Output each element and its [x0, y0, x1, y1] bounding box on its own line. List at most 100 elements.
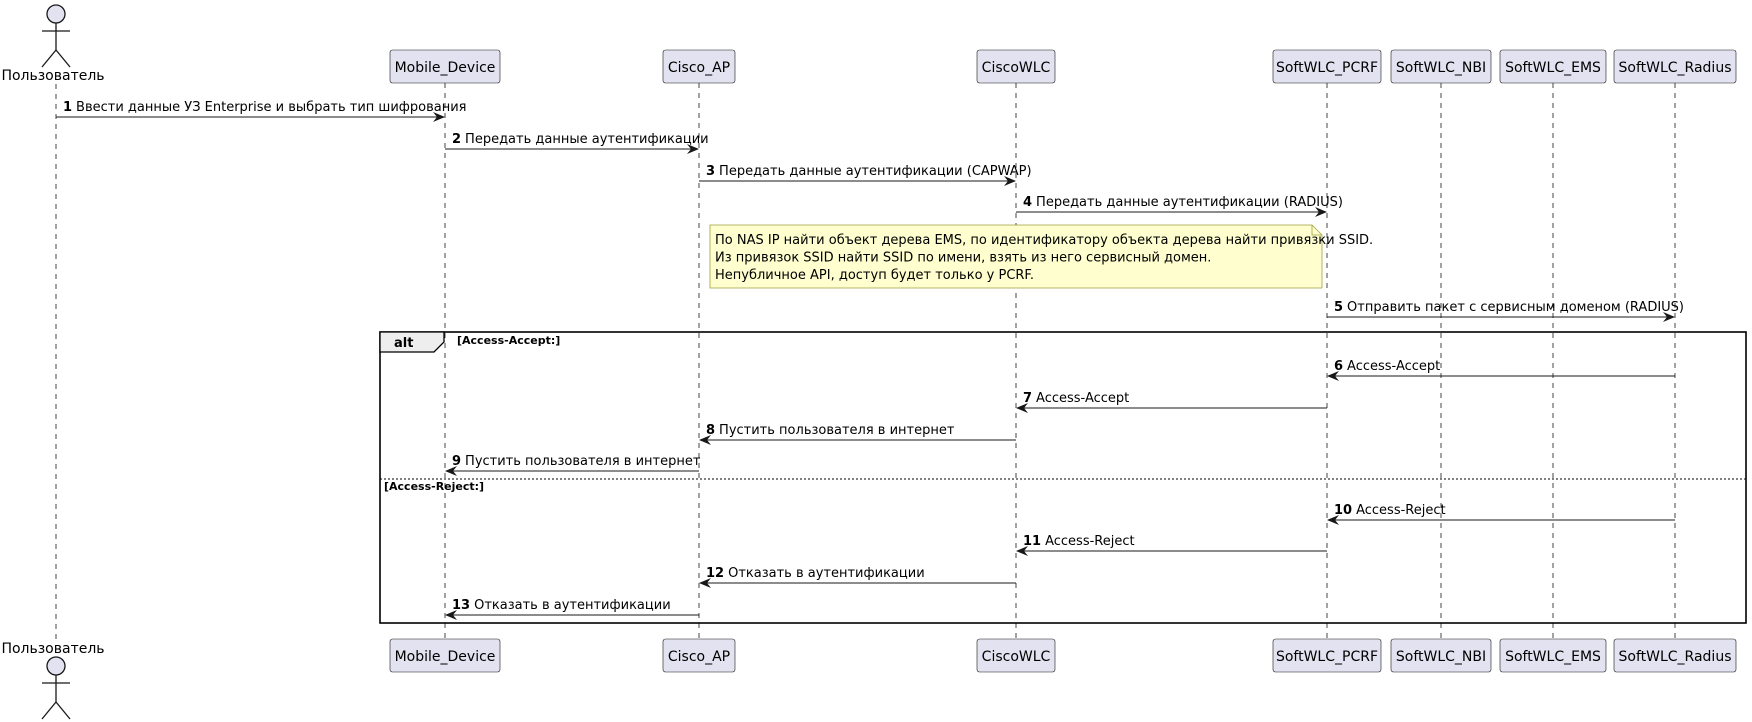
- alt-keyword: alt: [394, 336, 413, 351]
- participant-ems-top: SoftWLC_EMS: [1499, 49, 1607, 84]
- participant-label: SoftWLC_EMS: [1505, 649, 1601, 665]
- note-line: Из привязок SSID найти SSID по имени, вз…: [715, 251, 1211, 266]
- note-body: [709, 224, 1323, 289]
- participant-box: [1390, 638, 1492, 673]
- message-text: Пустить пользователя в интернет: [719, 423, 955, 438]
- message-label: 1 Ввести данные УЗ Enterprise и выбрать т…: [63, 100, 467, 115]
- message-4: 4 Передать данные аутентификации (RADIUS): [1016, 195, 1343, 217]
- participant-box: [976, 638, 1056, 673]
- message-text: Передать данные аутентификации (CAPWAP): [719, 164, 1032, 179]
- alt-condition-accept: [Access-Accept:]: [457, 334, 560, 347]
- participant-wlc-bottom: CiscoWLC: [976, 638, 1056, 673]
- actor-leg-left: [41, 701, 57, 720]
- participant-box: [389, 638, 501, 673]
- participant-nbi-bottom: SoftWLC_NBI: [1390, 638, 1492, 673]
- participant-box: [662, 49, 736, 84]
- participant-label: CiscoWLC: [982, 649, 1051, 665]
- message-number: 1: [63, 100, 72, 115]
- message-8: 8 Пустить пользователя в интернет: [699, 423, 1016, 445]
- message-label: 4 Передать данные аутентификации (RADIUS): [1023, 195, 1343, 210]
- participant-box: [389, 49, 501, 84]
- message-label: 10 Access-Reject: [1334, 503, 1446, 518]
- actor-leg-left: [41, 49, 57, 68]
- participant-box: [1272, 49, 1382, 84]
- participant-nbi-top: SoftWLC_NBI: [1390, 49, 1492, 84]
- participant-ems-bottom: SoftWLC_EMS: [1499, 638, 1607, 673]
- message-number: 13: [452, 598, 470, 613]
- participant-label: SoftWLC_Radius: [1619, 60, 1732, 76]
- participant-label: SoftWLC_PCRF: [1276, 649, 1378, 665]
- message-number: 6: [1334, 359, 1343, 374]
- note-line: По NAS IP найти объект дерева EMS, по ид…: [715, 233, 1373, 248]
- message-text: Передать данные аутентификации (RADIUS): [1036, 195, 1343, 210]
- message-label: 6 Access-Accept: [1334, 359, 1440, 374]
- message-1: 1 Ввести данные УЗ Enterprise и выбрать т…: [56, 100, 467, 122]
- actor-leg-right: [55, 49, 71, 68]
- message-number: 4: [1023, 195, 1032, 210]
- participant-box: [1390, 49, 1492, 84]
- participant-label: SoftWLC_NBI: [1396, 60, 1486, 76]
- message-number: 5: [1334, 300, 1343, 315]
- message-label: 7 Access-Accept: [1023, 391, 1129, 406]
- message-6: 6 Access-Accept: [1327, 359, 1675, 381]
- participant-label: SoftWLC_EMS: [1505, 60, 1601, 76]
- message-7: 7 Access-Accept: [1016, 391, 1327, 413]
- participant-mobile-bottom: Mobile_Device: [389, 638, 501, 673]
- participant-box: [1272, 638, 1382, 673]
- actor-user-bottom: [41, 656, 71, 720]
- message-text: Отказать в аутентификации: [728, 566, 925, 581]
- message-text: Отказать в аутентификации: [474, 598, 671, 613]
- actor-user-top: [41, 4, 71, 68]
- participant-pcrf-bottom: SoftWLC_PCRF: [1272, 638, 1382, 673]
- message-number: 10: [1334, 503, 1352, 518]
- message-12: 12 Отказать в аутентификации: [699, 566, 1016, 588]
- message-number: 12: [706, 566, 724, 581]
- message-number: 8: [706, 423, 715, 438]
- participant-label: Cisco_AP: [668, 60, 730, 76]
- message-label: 3 Передать данные аутентификации (CAPWAP): [706, 164, 1032, 179]
- participant-ap-top: Cisco_AP: [662, 49, 736, 84]
- note: По NAS IP найти объект дерева EMS, по ид…: [709, 224, 1373, 289]
- alt-condition-reject: [Access-Reject:]: [384, 480, 484, 493]
- message-text: Access-Accept: [1347, 359, 1440, 374]
- message-number: 3: [706, 164, 715, 179]
- message-label: 2 Передать данные аутентификации: [452, 132, 709, 147]
- participant-box: [1499, 638, 1607, 673]
- actor-head: [46, 656, 66, 676]
- message-text: Передать данные аутентификации: [465, 132, 709, 147]
- participant-label: Cisco_AP: [668, 649, 730, 665]
- participant-label-user-top: Пользователь: [1, 68, 104, 84]
- actor-head: [46, 4, 66, 24]
- participant-wlc-top: CiscoWLC: [976, 49, 1056, 84]
- participant-label: CiscoWLC: [982, 60, 1051, 76]
- message-text: Access-Accept: [1036, 391, 1129, 406]
- participant-label-user-bottom: Пользователь: [1, 641, 104, 657]
- message-label: 8 Пустить пользователя в интернет: [706, 423, 955, 438]
- message-13: 13 Отказать в аутентификации: [445, 598, 699, 620]
- message-number: 2: [452, 132, 461, 147]
- alt-group: alt [Access-Accept:] [Access-Reject:]: [379, 331, 1747, 624]
- message-text: Access-Reject: [1356, 503, 1446, 518]
- message-label: 12 Отказать в аутентификации: [706, 566, 925, 581]
- participant-label: Mobile_Device: [395, 60, 496, 76]
- message-text: Ввести данные УЗ Enterprise и выбрать ти…: [76, 100, 466, 115]
- participant-mobile-top: Mobile_Device: [389, 49, 501, 84]
- participant-label: SoftWLC_PCRF: [1276, 60, 1378, 76]
- participant-ap-bottom: Cisco_AP: [662, 638, 736, 673]
- message-3: 3 Передать данные аутентификации (CAPWAP): [699, 164, 1032, 186]
- message-label: 13 Отказать в аутентификации: [452, 598, 671, 613]
- participant-radius-top: SoftWLC_Radius: [1613, 49, 1737, 84]
- note-line: Непубличное API, доступ будет только у P…: [715, 268, 1034, 283]
- alt-frame: [379, 331, 1747, 624]
- participant-label: SoftWLC_Radius: [1619, 649, 1732, 665]
- message-text: Access-Reject: [1045, 534, 1135, 549]
- message-2: 2 Передать данные аутентификации: [445, 132, 709, 154]
- message-number: 7: [1023, 391, 1032, 406]
